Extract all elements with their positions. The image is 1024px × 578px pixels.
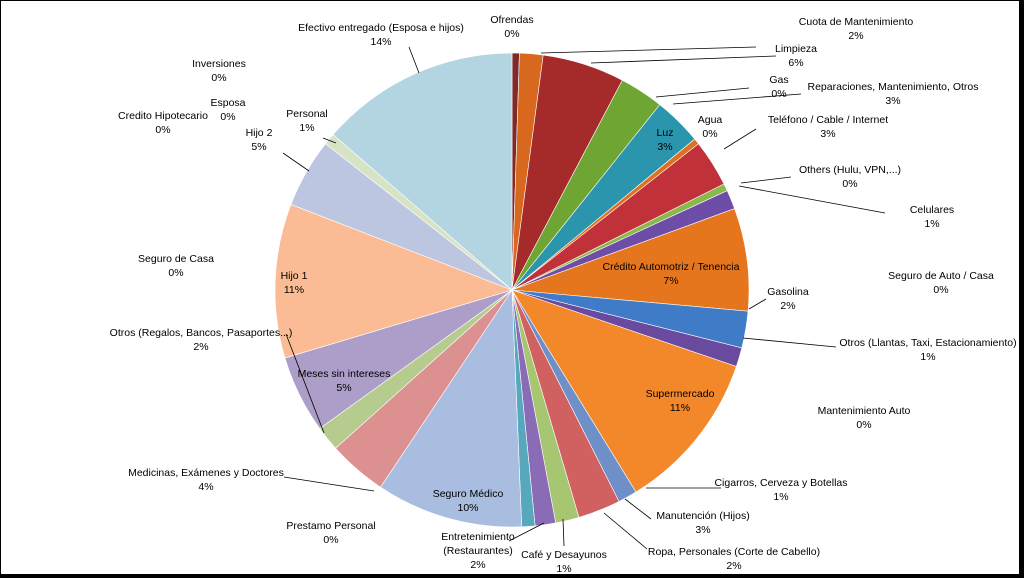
leader-line-medicinas-examenes-y-doctores [283, 476, 375, 492]
pie-slice-credito-automotriz-tenencia [511, 208, 750, 312]
leader-line-personal [322, 137, 337, 144]
pie-slice-efectivo-entregado-esposa-e-hijos [332, 52, 513, 291]
data-label-ropa-personales-corte-de-cabello: Ropa, Personales (Corte de Cabello)2% [648, 546, 820, 572]
leader-line-hijo-2 [282, 152, 310, 172]
leader-line-gas [655, 87, 750, 98]
pie-slice-supermercado [511, 289, 737, 493]
data-label-otros-llantas-taxi-estacionamiento: Otros (Llantas, Taxi, Estacionamiento)1% [839, 337, 1016, 363]
leader-line-entretenimiento-restaurantes [508, 522, 545, 542]
leader-lines [282, 46, 886, 550]
leader-line-efectivo-entregado-esposa-e-hijos [408, 46, 420, 74]
leader-line-telefono-cable-internet [723, 128, 757, 150]
leader-line-cuota-de-mantenimiento [540, 46, 757, 54]
leader-line-manutencion-hijos [624, 498, 652, 520]
leader-line-otros-regalos-bancos-pasaportes [285, 333, 325, 434]
data-label-efectivo-entregado-esposa-e-hijos: Efectivo entregado (Esposa e hijos)14% [298, 22, 464, 48]
leader-line-gasolina [748, 298, 767, 310]
pie-slice-hijo-1 [274, 204, 513, 359]
pie-slices [274, 52, 750, 528]
leader-line-others-hulu-vpn [740, 176, 792, 184]
data-label-entretenimiento-restaurantes: Entretenimiento(Restaurantes)2% [441, 531, 515, 571]
pie-slice-seguro-medico [380, 289, 523, 528]
leader-line-otros-llantas-taxi-estacionamiento [742, 337, 837, 348]
leader-line-ropa-personales-corte-de-cabello [603, 512, 648, 550]
leader-line-celulares [738, 185, 886, 214]
leader-line-limpieza [590, 55, 777, 64]
data-label-manutencion-hijos: Manutención (Hijos)3% [656, 510, 749, 536]
leader-line-cafe-y-desayunos [562, 518, 565, 547]
data-label-otros-regalos-bancos-pasaportes: Otros (Regalos, Bancos, Pasaportes...)2% [110, 327, 293, 353]
data-label-others-hulu-vpn: Others (Hulu, VPN,...)0% [799, 164, 901, 190]
leader-line-reparaciones-mantenimiento-otros [672, 93, 802, 105]
